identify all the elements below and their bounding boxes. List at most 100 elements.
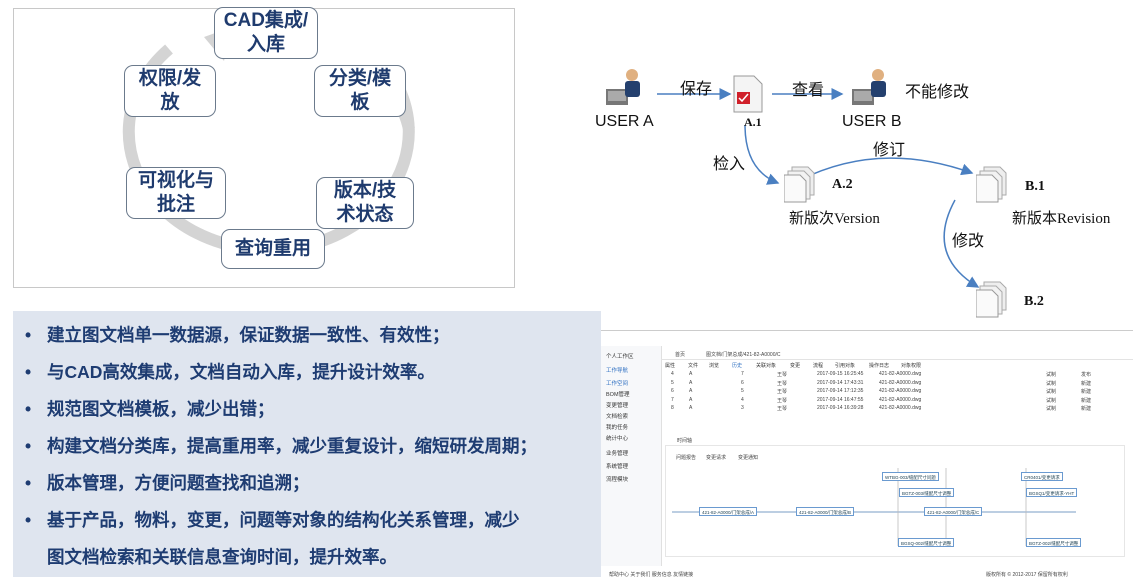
cycle-node-version: 版本/技 术状态: [316, 177, 414, 229]
bullet-item-3: •规范图文档模板，减少出错；: [25, 399, 275, 419]
table-cell-state: 新建: [1081, 397, 1092, 404]
tab-home[interactable]: 首页: [675, 352, 686, 358]
document-stack-b2-icon: [975, 280, 1010, 318]
table-cell-state: 发布: [1081, 372, 1092, 378]
sidebar-item-flow[interactable]: 流程模块: [606, 477, 629, 483]
table-cell-time: 2017-09-14 17:43:31: [817, 379, 864, 386]
cannot-modify-label: 不能修改: [905, 84, 970, 101]
table-cell-ver: A: [689, 405, 693, 412]
table-cell-user: 王琴: [777, 372, 788, 378]
table-cell-no: 7: [671, 396, 674, 403]
timeline-label: 时间轴: [677, 438, 693, 444]
document-locked-icon: [732, 74, 766, 114]
table-cell-file: 421-82-A0000.dwg: [879, 396, 922, 403]
bullet-item-5: •版本管理，方便问题查找和追溯；: [25, 473, 310, 493]
tab-browse[interactable]: 浏览: [709, 363, 720, 369]
table-cell-state: 新建: [1081, 380, 1092, 387]
table-cell-state: 新建: [1081, 389, 1092, 396]
a2-label: A.2: [832, 177, 853, 192]
tab-references[interactable]: 引用对象: [835, 363, 856, 369]
benefits-panel: •建立图文档单一数据源，保证数据一致性、有效性； •与CAD高效集成，文档自动入…: [13, 311, 601, 577]
document-stack-b1-icon: [975, 165, 1010, 203]
save-label: 保存: [680, 81, 713, 98]
tab-flow[interactable]: 流程: [813, 363, 824, 369]
app-screenshot: 个人工作区 工作导航 工作空间 BOM管理 变更管理 文档检索 我的任务 统计中…: [601, 330, 1133, 579]
timeline-node-b[interactable]: 421-82-A0000/门架总成/B: [796, 507, 855, 516]
timeline-node-c[interactable]: 421-82-A0000/门架总成/C: [924, 507, 983, 516]
bullet-item-4: •构建文档分类库，提高重用率，减少重复设计，缩短研发周期；: [25, 436, 537, 456]
sidebar-item-stats[interactable]: 统计中心: [606, 436, 629, 442]
table-cell-state: 新建: [1081, 406, 1092, 413]
version-diagram-arrows: [657, 88, 980, 288]
sidebar-item-business[interactable]: 业务管理: [606, 451, 629, 457]
table-cell-user: 王琴: [777, 380, 788, 387]
upper-tag-2[interactable]: CR0401/变更请求: [1021, 472, 1063, 481]
sidebar-item-bom[interactable]: BOM管理: [606, 392, 630, 398]
upper-tag-1[interactable]: WTBG-003/缝配尺寸问题: [882, 472, 939, 481]
tab-attributes[interactable]: 属性: [665, 363, 676, 369]
user-b-label: USER B: [842, 113, 902, 130]
b2-label: B.2: [1024, 294, 1044, 309]
view-label: 查看: [792, 82, 825, 99]
table-cell-ver: A: [689, 396, 693, 403]
timeline-node-a[interactable]: 421-82-A0000/门架总成/A: [699, 507, 758, 516]
tab-log[interactable]: 操作日志: [869, 363, 890, 369]
bullet-item-2: •与CAD高效集成，文档自动入库，提升设计效率。: [25, 362, 435, 382]
table-cell-time: 2017-09-14 16:47:55: [817, 396, 864, 403]
table-cell-iter: 6: [741, 379, 744, 386]
upper-tag-4[interactable]: BGSQ1/变更请求-YHT: [1026, 488, 1078, 497]
table-cell-iter: 5: [741, 388, 744, 395]
table-cell-iter: 4: [741, 396, 744, 403]
table-cell-type: 试制: [1046, 406, 1057, 413]
table-row[interactable]: 8 A 3 王琴 2017-09-14 16:39:28 421-82-A0000.dwg…: [601, 405, 1133, 413]
checkin-label: 检入: [713, 156, 746, 173]
tab-history[interactable]: 历史: [732, 363, 743, 369]
tab-change[interactable]: 变更: [790, 363, 801, 369]
table-cell-file: 421-82-A0000.dwg: [879, 379, 922, 386]
sidebar-item-task[interactable]: 我的任务: [606, 425, 629, 431]
legend-problem: 问题报告: [676, 455, 697, 461]
table-cell-file: 421-82-A0000.dwg: [879, 405, 922, 412]
sidebar-item-doc[interactable]: 文档检索: [606, 414, 629, 420]
bullet-item-7: 图文档检索和关联信息查询时间，提升效率。: [47, 547, 397, 567]
tab-permission[interactable]: 对象权限: [901, 363, 922, 369]
table-cell-no: 6: [671, 388, 674, 395]
table-cell-user: 王琴: [777, 406, 788, 413]
sidebar-item-workspace[interactable]: 工作空间: [606, 381, 629, 387]
b1-label: B.1: [1025, 179, 1045, 194]
table-cell-iter: 3: [741, 405, 744, 412]
lower-tag-2[interactable]: BGTZ-002/缝配尺寸调整: [1026, 538, 1082, 547]
breadcrumb: 图文档/门架总成/421-82-A0000/C: [706, 352, 781, 358]
lower-tag-1[interactable]: BGSQ-002/缝配尺寸调整: [898, 538, 955, 547]
cycle-node-classify: 分类/模 板: [314, 65, 406, 117]
tab-related[interactable]: 关联对象: [756, 363, 777, 369]
table-cell-time: 2017-09-15 16:25:45: [817, 371, 864, 377]
new-version-label: 新版次Version: [789, 211, 880, 227]
bullet-item-1: •建立图文档单一数据源，保证数据一致性、有效性；: [25, 325, 450, 345]
revise-label: 修订: [873, 142, 906, 159]
footer-left: 帮助中心 关于我们 服务信息 友情链接: [609, 572, 694, 578]
tab-files[interactable]: 文件: [688, 363, 699, 369]
sidebar-item-system[interactable]: 系统管理: [606, 464, 629, 470]
legend-request: 变更请求: [706, 455, 727, 461]
table-cell-no: 8: [671, 405, 674, 412]
sidebar-item-personal[interactable]: 个人工作区: [606, 354, 634, 360]
upper-tag-3[interactable]: BGTZ-003/缝配尺寸调整: [899, 488, 955, 497]
cycle-node-permission: 权限/发 放: [124, 65, 216, 117]
cycle-diagram-panel: CAD集成/ 入库 分类/模 板 版本/技 术状态 查询重用 可视化与 批注 权…: [13, 7, 515, 288]
sidebar-item-nav[interactable]: 工作导航: [606, 368, 629, 374]
table-cell-time: 2017-09-14 17:12:35: [817, 388, 864, 395]
timeline-panel: 问题报告 变更请求 变更通知 421-82-A0000/门架总成/A 421-8…: [665, 445, 1125, 557]
a1-label: A.1: [744, 115, 762, 129]
sidebar-item-change[interactable]: 变更管理: [606, 403, 629, 409]
table-cell-ver: A: [689, 388, 693, 395]
table-cell-time: 2017-09-14 16:39:28: [817, 405, 864, 412]
table-cell-ver: A: [689, 371, 693, 377]
table-cell-type: 试制: [1046, 380, 1057, 387]
table-cell-iter: 7: [741, 371, 744, 377]
user-a-icon: [604, 65, 644, 109]
